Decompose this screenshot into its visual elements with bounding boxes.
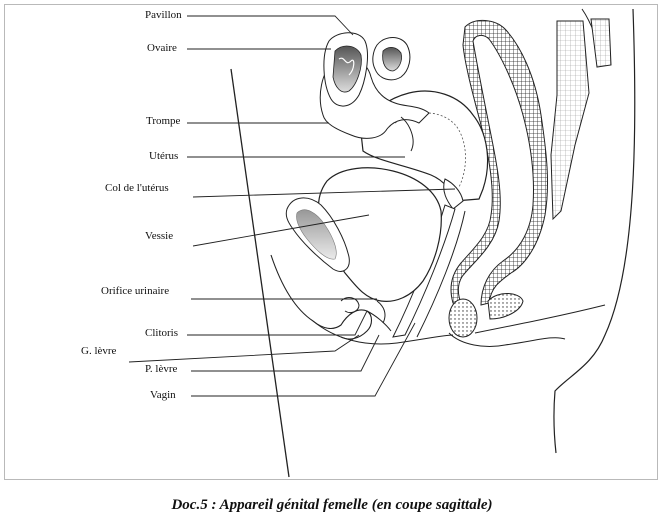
ovary-shape	[332, 45, 362, 93]
fimbriae	[338, 57, 355, 76]
leader-vessie	[192, 214, 370, 247]
perineum-line	[474, 304, 606, 334]
leader-pavillon	[187, 15, 354, 36]
leader-g-levre	[128, 334, 360, 363]
label-col: Col de l'utérus	[105, 182, 169, 194]
tube-isthmus	[400, 116, 414, 152]
label-vessie: Vessie	[145, 230, 174, 242]
ovary-right-core	[382, 47, 402, 72]
figure-caption: Doc.5 : Appareil génital femelle (en cou…	[171, 497, 493, 513]
pubic-symphysis	[296, 209, 337, 260]
leader-vagin	[191, 322, 416, 397]
vertebra	[590, 18, 612, 68]
label-g-levre: G. lèvre	[81, 345, 117, 357]
diagram-frame: Pavillon Ovaire Trompe Utérus Col de l'u…	[4, 4, 658, 480]
sacrum-bone	[550, 20, 590, 221]
label-vagin: Vagin	[150, 389, 176, 401]
anatomy-drawing	[128, 8, 636, 478]
perineum-front	[312, 320, 454, 345]
label-uterus: Utérus	[149, 150, 179, 162]
label-ovaire: Ovaire	[147, 42, 177, 54]
vestibule-line	[366, 310, 392, 332]
urethra	[376, 300, 386, 324]
back-outline	[553, 8, 636, 454]
labia-outline	[270, 254, 373, 340]
label-clitoris: Clitoris	[145, 327, 179, 339]
clitoris-shape	[340, 297, 360, 314]
abdominal-wall-line	[230, 68, 290, 478]
rectum	[450, 20, 549, 306]
label-orifice: Orifice urinaire	[101, 285, 170, 297]
leader-col	[192, 188, 456, 198]
label-pavillon: Pavillon	[145, 9, 182, 21]
vagina-wall	[416, 210, 466, 338]
label-trompe: Trompe	[146, 115, 181, 127]
label-p-levre: P. lèvre	[145, 363, 177, 375]
label-p-levre-prefix: P.	[145, 363, 153, 375]
leader-clitoris	[187, 310, 368, 336]
gluteal-fold	[448, 332, 566, 347]
leader-p-levre	[191, 334, 380, 372]
leader-lines	[128, 15, 456, 397]
label-p-levre-word: lèvre	[155, 363, 178, 375]
anal-sphincter	[448, 298, 478, 338]
perineal-body	[487, 293, 524, 320]
